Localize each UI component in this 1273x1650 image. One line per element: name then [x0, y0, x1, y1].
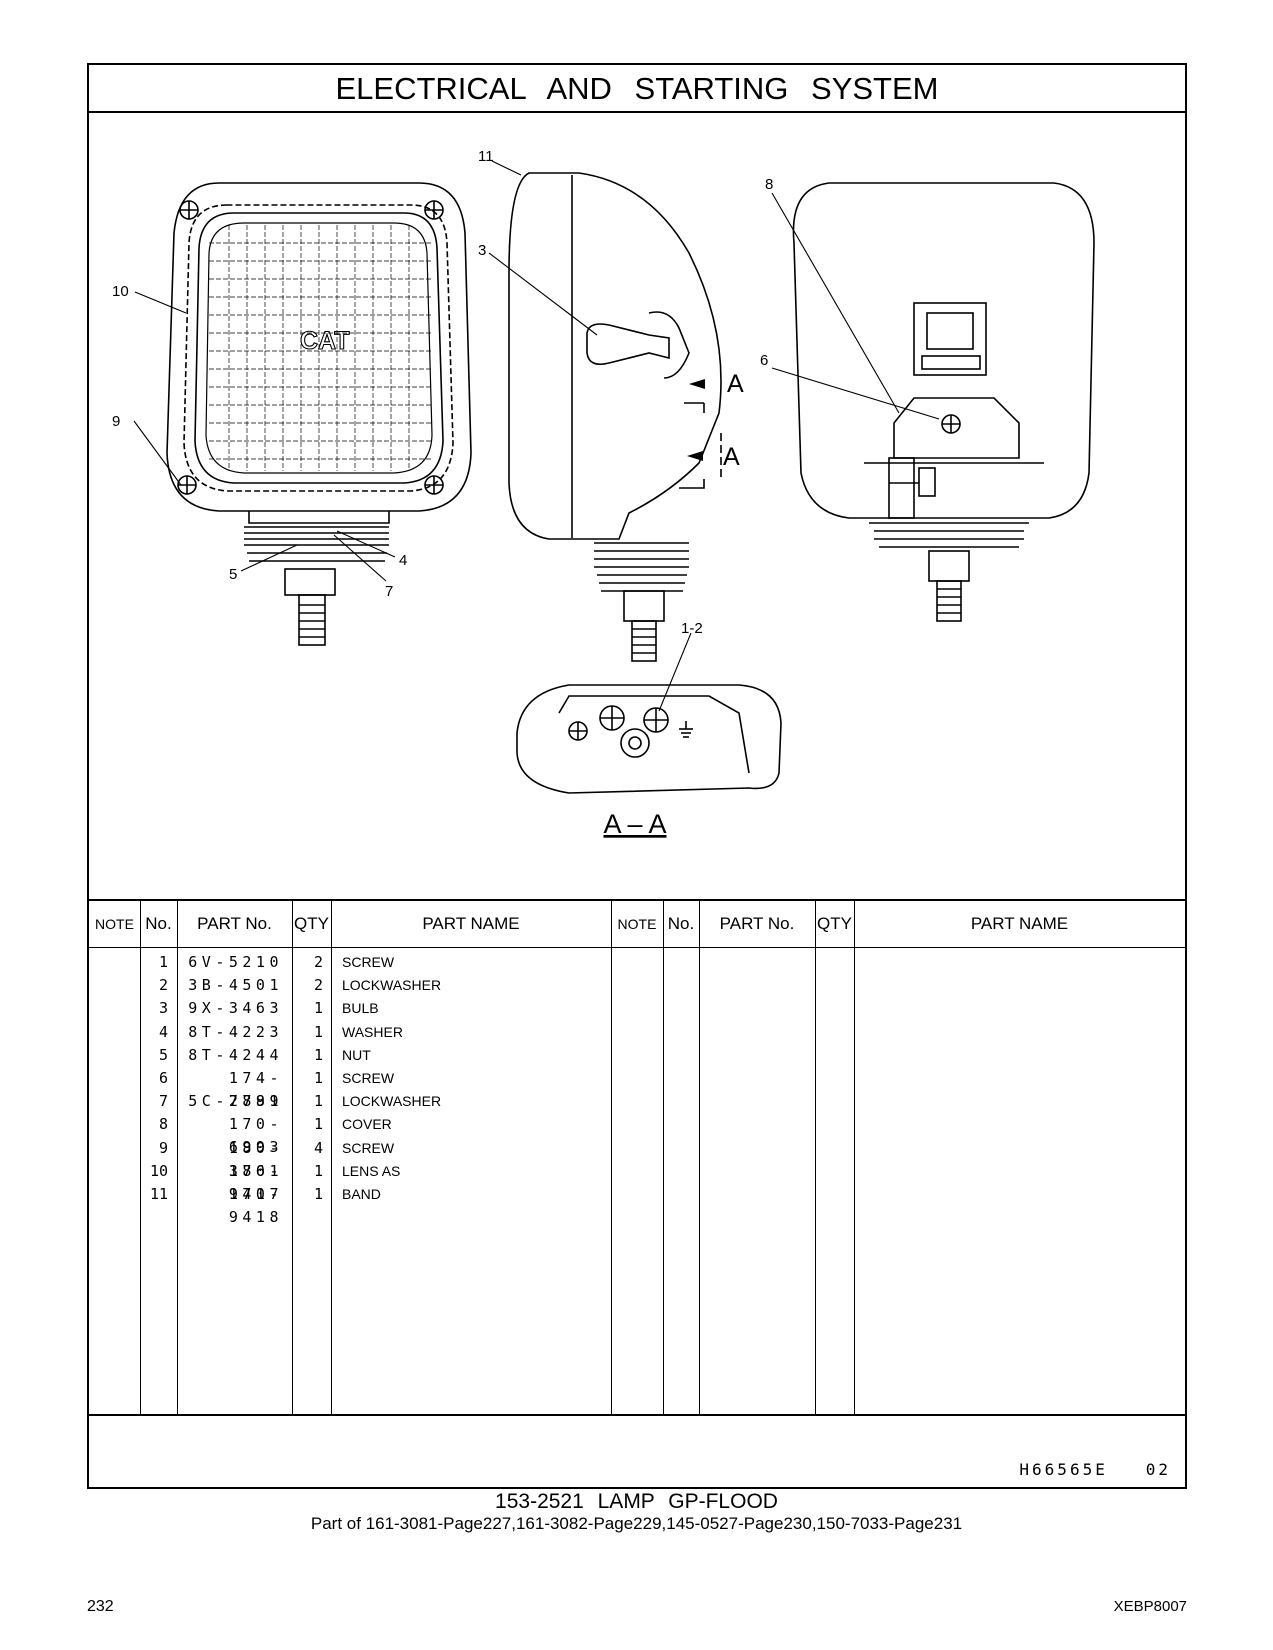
header-partname-right: PART NAME [970, 914, 1069, 933]
row-item-number: 10 [149, 1161, 168, 1180]
callout-1-2: 1-2 [681, 620, 703, 637]
row-item-number: 2 [158, 976, 168, 995]
row-part-number: 8T-4244 [188, 1045, 283, 1064]
row-part-name: SCREW [342, 1070, 395, 1086]
row-quantity: 1 [313, 1022, 323, 1041]
row-quantity: 2 [313, 953, 323, 971]
row-item-number: 6 [158, 1069, 168, 1087]
row-quantity: 1 [313, 1045, 323, 1064]
page-number: 232 [87, 1598, 114, 1615]
header-qty-left: QTY [294, 914, 329, 933]
group-references: Part of 161-3081-Page227,161-3082-Page22… [310, 1514, 963, 1533]
callout-6: 6 [760, 352, 768, 369]
header-no-right: No. [667, 914, 695, 933]
row-item-number: 7 [158, 1092, 168, 1111]
callout-5: 5 [229, 566, 237, 583]
section-title: ELECTRICAL AND STARTING SYSTEM [89, 65, 1185, 113]
row-part-number: 180-3861 [228, 1138, 283, 1180]
row-part-number: 170-9417 [228, 1161, 283, 1203]
row-part-name: COVER [342, 1116, 392, 1133]
header-partname-left: PART NAME [422, 914, 520, 933]
header-partno-right: PART No. [719, 914, 795, 933]
header-note-left: NOTE [95, 916, 134, 932]
header-divider [89, 947, 1185, 948]
callout-11: 11 [478, 148, 494, 165]
col-divider [611, 901, 612, 1416]
row-part-name: BAND [342, 1186, 381, 1202]
section-mark-upper: A [727, 370, 744, 398]
row-part-number: 170-9418 [228, 1185, 283, 1226]
row-part-number: 3B-4501 [188, 976, 283, 995]
front-screws [177, 200, 444, 495]
row-part-number: 5C-2889 [188, 1092, 283, 1111]
col-divider [815, 901, 816, 1416]
lamp-illustration: CAT 11 8 3 10 6 9 5 4 7 1-2 A A A – A [112, 148, 1095, 839]
row-part-name: WASHER [342, 1023, 403, 1040]
row-part-name: NUT [342, 1046, 371, 1063]
row-quantity: 1 [313, 1185, 323, 1203]
section-mark-lower: A [723, 443, 740, 471]
row-part-name: SCREW [342, 954, 395, 970]
section-label: A – A [603, 809, 666, 839]
row-part-number: 174-7791 [228, 1069, 283, 1110]
header-qty-right: QTY [817, 914, 852, 933]
parts-table: NOTE No. PART No. QTY PART NAME NOTE No.… [89, 899, 1185, 1416]
lamp-rear-view [792, 182, 1095, 622]
row-part-name: LOCKWASHER [342, 977, 442, 994]
callout-4: 4 [399, 552, 407, 569]
illustration-code: H66565E 02 [1019, 1460, 1171, 1479]
row-quantity: 2 [313, 976, 323, 995]
callout-3: 3 [478, 242, 486, 259]
section-view [516, 684, 782, 794]
row-item-number: 4 [158, 1022, 168, 1041]
lamp-front-view [166, 182, 472, 646]
callout-9: 9 [112, 413, 120, 430]
row-quantity: 1 [313, 1069, 323, 1087]
row-item-number: 11 [149, 1185, 168, 1203]
row-part-number: 9X-3463 [188, 999, 283, 1018]
row-quantity: 1 [313, 999, 323, 1018]
row-part-number: 170-6993 [228, 1115, 283, 1157]
cat-logo: CAT [300, 327, 350, 355]
col-divider [699, 901, 700, 1416]
row-item-number: 3 [158, 999, 168, 1018]
row-item-number: 5 [158, 1045, 168, 1064]
col-divider [140, 901, 141, 1416]
row-quantity: 4 [313, 1138, 323, 1157]
document-id: XEBP8007 [1113, 1598, 1187, 1615]
callout-10: 10 [112, 283, 129, 300]
section-arrows [687, 379, 705, 461]
col-divider [331, 901, 332, 1416]
row-item-number: 9 [158, 1138, 168, 1157]
col-divider [177, 901, 178, 1416]
callout-8: 8 [765, 176, 773, 193]
lamp-side-view [508, 172, 722, 662]
col-divider [854, 901, 855, 1416]
row-quantity: 1 [313, 1115, 323, 1134]
header-partno-left: PART No. [197, 914, 272, 933]
row-part-name: LENS AS [342, 1162, 401, 1179]
row-part-number: 6V-5210 [188, 953, 283, 971]
col-divider [292, 901, 293, 1416]
row-item-number: 8 [158, 1115, 168, 1134]
row-quantity: 1 [313, 1092, 323, 1111]
group-caption: 153-2521 LAMP GP-FLOOD [495, 1490, 778, 1513]
row-item-number: 1 [158, 953, 168, 971]
row-part-name: LOCKWASHER [342, 1093, 442, 1110]
header-no-left: No. [145, 914, 172, 933]
col-divider [663, 901, 664, 1416]
row-part-name: SCREW [342, 1139, 395, 1156]
row-part-number: 8T-4223 [188, 1022, 283, 1041]
illustration-footer: H66565E 02 [89, 1414, 1185, 1491]
row-part-name: BULB [342, 1000, 379, 1017]
exploded-diagram: CAT 11 8 3 10 6 9 5 4 7 1-2 A A A – A [89, 113, 1185, 903]
callout-7: 7 [385, 583, 393, 600]
parts-page-frame: ELECTRICAL AND STARTING SYSTEM [87, 63, 1187, 1489]
header-note-right: NOTE [617, 916, 657, 932]
row-quantity: 1 [313, 1161, 323, 1180]
